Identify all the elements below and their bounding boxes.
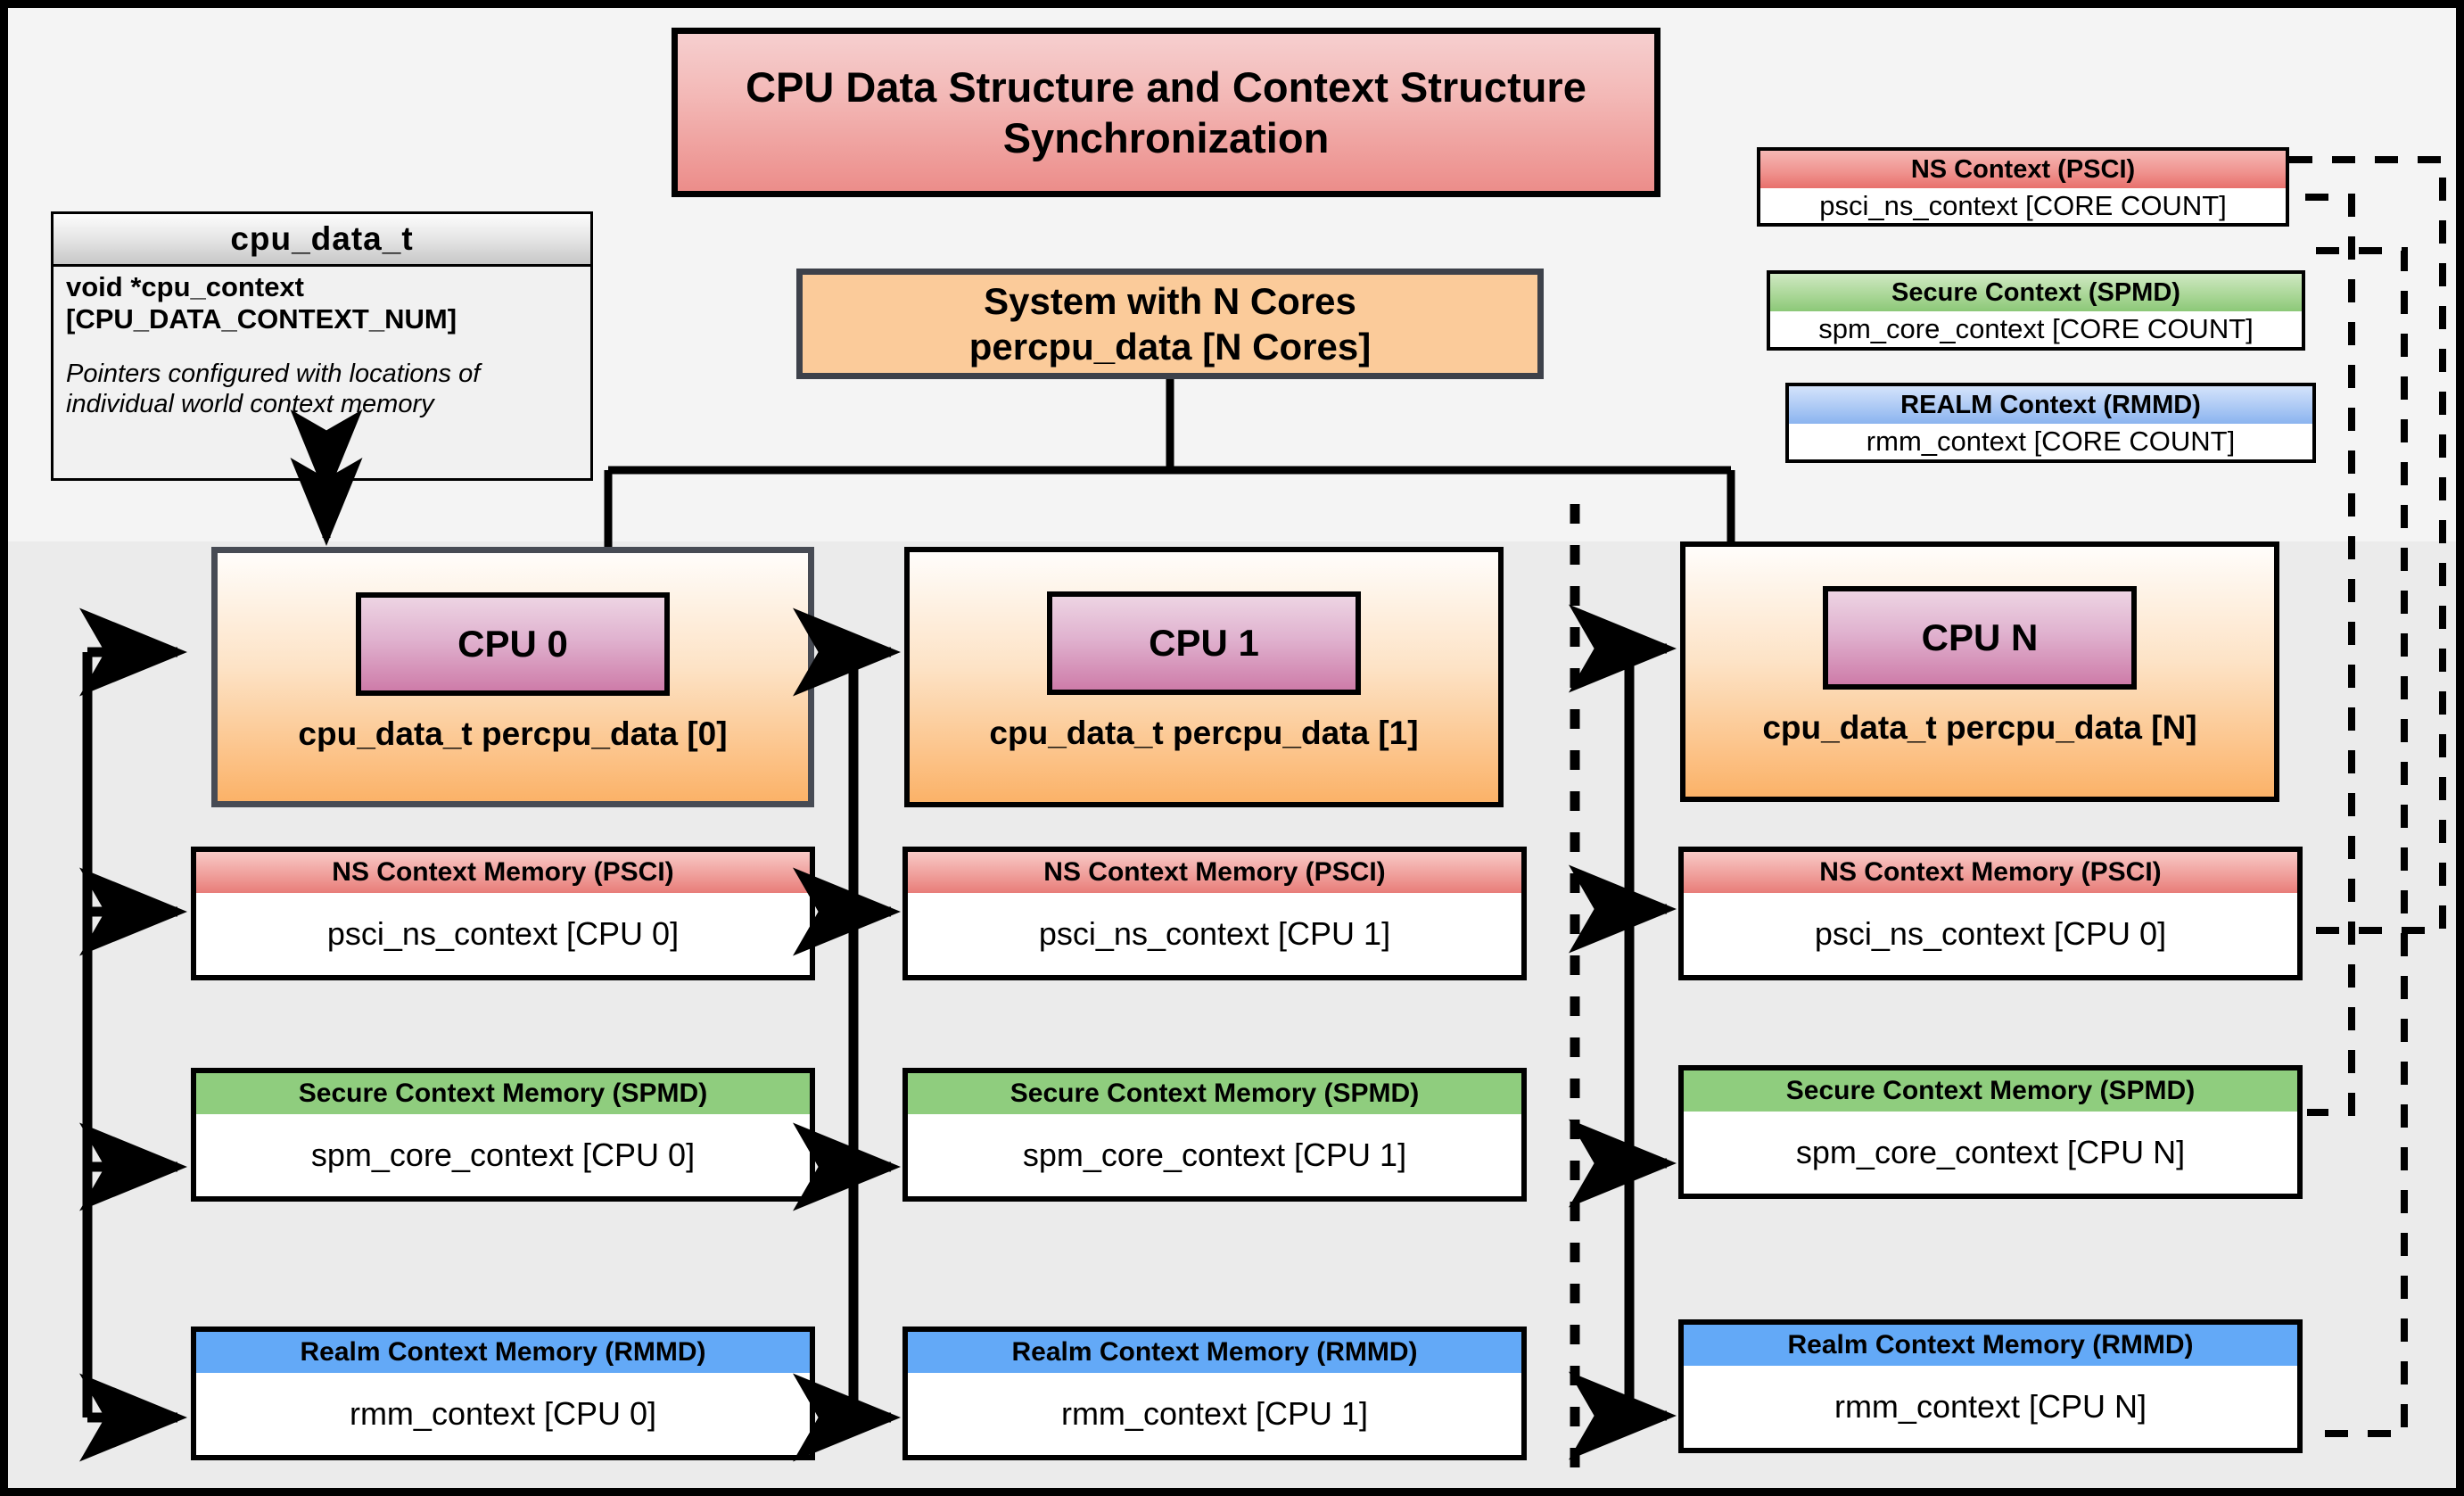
context-header-realm-cpu0: Realm Context Memory (RMMD) (196, 1332, 810, 1377)
struct-title: cpu_data_t (54, 214, 590, 267)
context-card-secure-cpun[interactable]: Secure Context Memory (SPMD) spm_core_co… (1678, 1065, 2303, 1199)
context-body-realm-cpu0: rmm_context [CPU 0] (196, 1373, 810, 1455)
cpu-block-1[interactable]: CPU 1 cpu_data_t percpu_data [1] (904, 547, 1504, 807)
context-header-secure-cpu1: Secure Context Memory (SPMD) (908, 1073, 1521, 1119)
context-card-ns-cpun[interactable]: NS Context Memory (PSCI) psci_ns_context… (1678, 847, 2303, 980)
context-body-ns-cpu1: psci_ns_context [CPU 1] (908, 893, 1521, 975)
cpu-block-n[interactable]: CPU N cpu_data_t percpu_data [N] (1680, 541, 2279, 802)
context-body-realm-cpun: rmm_context [CPU N] (1684, 1366, 2297, 1448)
context-header-secure-cpun: Secure Context Memory (SPMD) (1684, 1070, 2297, 1116)
context-body-ns-cpun: psci_ns_context [CPU 0] (1684, 893, 2297, 975)
context-body-secure-cpu0: spm_core_context [CPU 0] (196, 1114, 810, 1196)
system-line2: percpu_data [N Cores] (968, 326, 1372, 368)
context-card-realm-cpun[interactable]: Realm Context Memory (RMMD) rmm_context … (1678, 1319, 2303, 1453)
context-header-ns-cpu1: NS Context Memory (PSCI) (908, 852, 1521, 897)
context-card-realm-cpu1[interactable]: Realm Context Memory (RMMD) rmm_context … (902, 1327, 1527, 1460)
context-body-ns-cpu0: psci_ns_context [CPU 0] (196, 893, 810, 975)
context-header-ns-cpu0: NS Context Memory (PSCI) (196, 852, 810, 897)
context-header-realm-cpun: Realm Context Memory (RMMD) (1684, 1325, 2297, 1370)
cpu-data-t-struct-box: cpu_data_t void *cpu_context [CPU_DATA_C… (51, 211, 593, 481)
struct-field-line1: void *cpu_context (66, 271, 304, 302)
context-card-ns-cpu1[interactable]: NS Context Memory (PSCI) psci_ns_context… (902, 847, 1527, 980)
context-card-ns-cpu0[interactable]: NS Context Memory (PSCI) psci_ns_context… (191, 847, 815, 980)
context-header-realm-cpu1: Realm Context Memory (RMMD) (908, 1332, 1521, 1377)
cpu-chip-1: CPU 1 (1047, 591, 1361, 695)
legend-realm-body: rmm_context [CORE COUNT] (1789, 424, 2312, 459)
system-to-cpus-tree (604, 379, 1735, 547)
context-body-secure-cpu1: spm_core_context [CPU 1] (908, 1114, 1521, 1196)
context-body-realm-cpu1: rmm_context [CPU 1] (908, 1373, 1521, 1455)
legend-ns-header: NS Context (PSCI) (1760, 151, 2286, 191)
legend-card-secure-context: Secure Context (SPMD) spm_core_context [… (1767, 270, 2305, 351)
context-body-secure-cpun: spm_core_context [CPU N] (1684, 1112, 2297, 1194)
struct-body: void *cpu_context [CPU_DATA_CONTEXT_NUM]… (54, 264, 590, 481)
system-line1: System with N Cores (984, 279, 1356, 322)
legend-card-realm-context: REALM Context (RMMD) rmm_context [CORE C… (1785, 383, 2316, 463)
struct-note: Pointers configured with locations of in… (66, 359, 481, 419)
context-card-secure-cpu0[interactable]: Secure Context Memory (SPMD) spm_core_co… (191, 1068, 815, 1202)
legend-ns-body: psci_ns_context [CORE COUNT] (1760, 188, 2286, 223)
cpu-data-label-0: cpu_data_t percpu_data [0] (298, 715, 728, 752)
cpu-block-0[interactable]: CPU 0 cpu_data_t percpu_data [0] (211, 547, 814, 807)
context-card-secure-cpu1[interactable]: Secure Context Memory (SPMD) spm_core_co… (902, 1068, 1527, 1202)
context-header-ns-cpun: NS Context Memory (PSCI) (1684, 852, 2297, 897)
legend-realm-header: REALM Context (RMMD) (1789, 386, 2312, 426)
page-title: CPU Data Structure and Context Structure… (672, 28, 1661, 197)
struct-field-line2: [CPU_DATA_CONTEXT_NUM] (66, 302, 457, 335)
cpu-chip-n: CPU N (1823, 586, 2137, 690)
context-card-realm-cpu0[interactable]: Realm Context Memory (RMMD) rmm_context … (191, 1327, 815, 1460)
cpu-chip-0: CPU 0 (356, 592, 670, 696)
legend-secure-header: Secure Context (SPMD) (1770, 274, 2302, 314)
system-overview-box: System with N Cores percpu_data [N Cores… (796, 269, 1544, 379)
context-header-secure-cpu0: Secure Context Memory (SPMD) (196, 1073, 810, 1119)
cpu-data-label-n: cpu_data_t percpu_data [N] (1762, 709, 2197, 746)
legend-card-ns-context: NS Context (PSCI) psci_ns_context [CORE … (1757, 147, 2289, 227)
cpu-data-label-1: cpu_data_t percpu_data [1] (989, 715, 1419, 751)
legend-secure-body: spm_core_context [CORE COUNT] (1770, 311, 2302, 347)
